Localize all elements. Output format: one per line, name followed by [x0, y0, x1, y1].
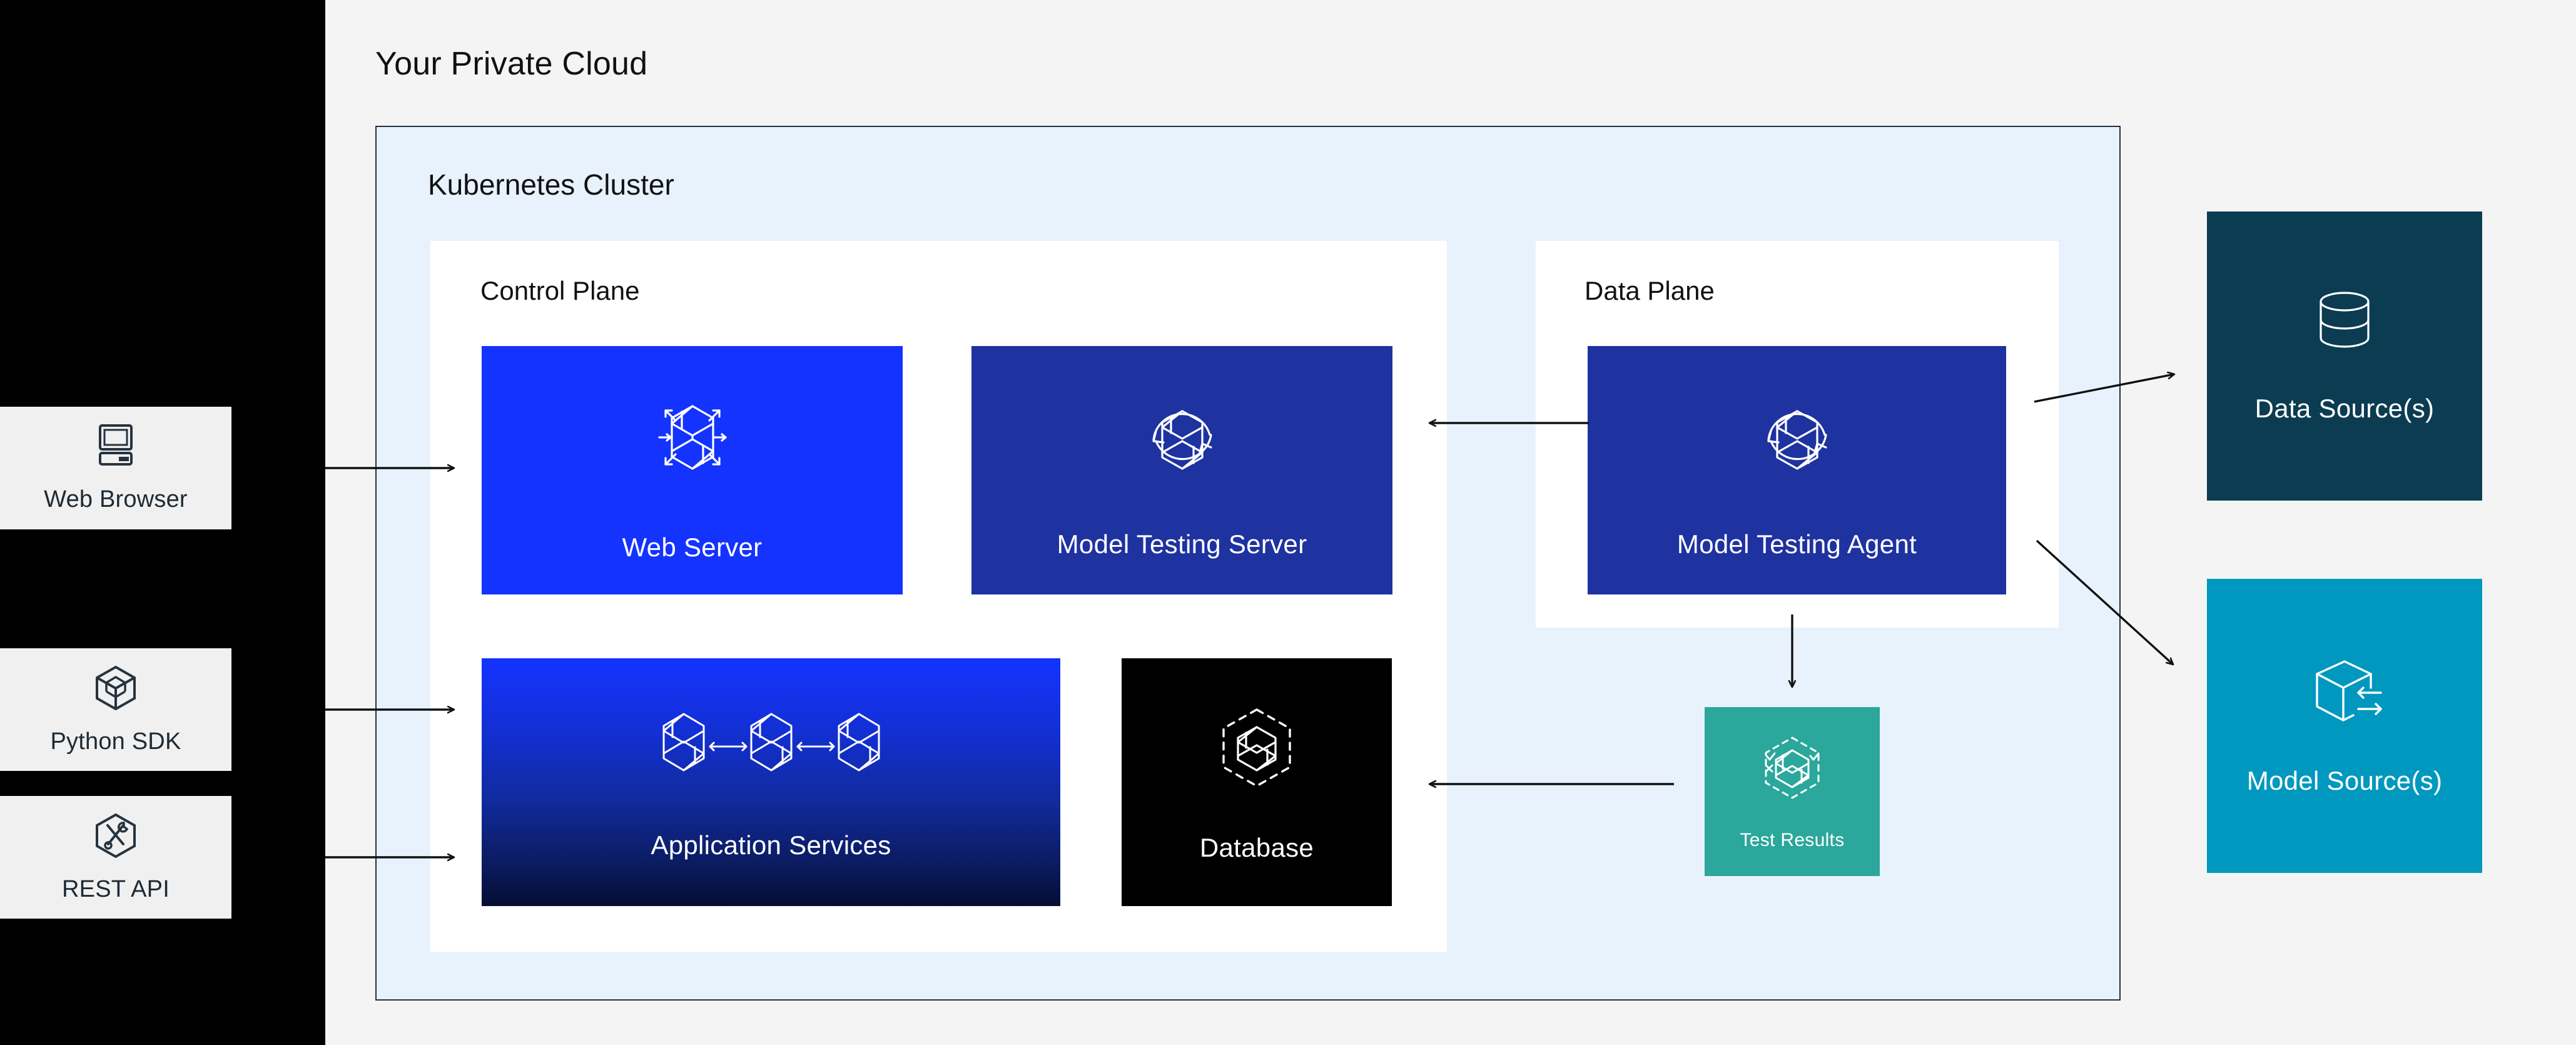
- client-card-web-browser[interactable]: Web Browser: [0, 407, 231, 529]
- service-tile-label: Test Results: [1740, 829, 1845, 850]
- data-plane-title: Data Plane: [1585, 276, 1715, 305]
- cube-radiating-arrows-icon: [633, 378, 752, 500]
- external-tile-model-sources[interactable]: Model Source(s): [2207, 579, 2482, 873]
- external-tile-data-sources[interactable]: Data Source(s): [2207, 212, 2482, 501]
- service-tile-model-testing-server[interactable]: Model Testing Server: [971, 346, 1392, 594]
- external-tile-label: Model Source(s): [2246, 765, 2443, 795]
- client-card-python-sdk[interactable]: Python SDK: [0, 648, 231, 771]
- cube-refresh-icon: [1126, 381, 1239, 497]
- external-tile-label: Data Source(s): [2254, 393, 2435, 423]
- service-tile-label: Database: [1199, 832, 1314, 862]
- service-tile-label: Model Testing Server: [1057, 529, 1307, 559]
- monitor-icon: [94, 423, 138, 471]
- cube-icon: [93, 664, 138, 713]
- cube-refresh-icon: [1741, 381, 1853, 497]
- hexagon-tools-icon: [93, 812, 138, 861]
- service-tile-application-services[interactable]: Application Services: [482, 658, 1060, 906]
- kubernetes-cluster-title: Kubernetes Cluster: [428, 168, 674, 201]
- service-tile-label: Application Services: [651, 830, 891, 860]
- service-tile-test-results[interactable]: Test Results: [1705, 707, 1880, 876]
- service-tile-label: Web Server: [622, 533, 763, 562]
- control-plane-title: Control Plane: [480, 276, 640, 305]
- dashed-hexagon-cube-check-icon: [1753, 733, 1831, 813]
- service-tile-label: Model Testing Agent: [1676, 529, 1917, 559]
- database-cylinder-icon: [2310, 289, 2379, 357]
- dashed-hexagon-cube-icon: [1207, 702, 1307, 805]
- client-card-label: Python SDK: [50, 728, 181, 755]
- three-cubes-linked-icon: [646, 705, 896, 802]
- client-card-label: Web Browser: [44, 486, 188, 512]
- cube-exchange-icon: [2305, 656, 2385, 730]
- service-tile-model-testing-agent[interactable]: Model Testing Agent: [1588, 346, 2006, 594]
- service-tile-web-server[interactable]: Web Server: [482, 346, 903, 594]
- service-tile-database[interactable]: Database: [1122, 658, 1392, 906]
- client-card-label: REST API: [62, 876, 170, 902]
- page-title: Your Private Cloud: [375, 46, 648, 82]
- client-card-rest-api[interactable]: REST API: [0, 796, 231, 919]
